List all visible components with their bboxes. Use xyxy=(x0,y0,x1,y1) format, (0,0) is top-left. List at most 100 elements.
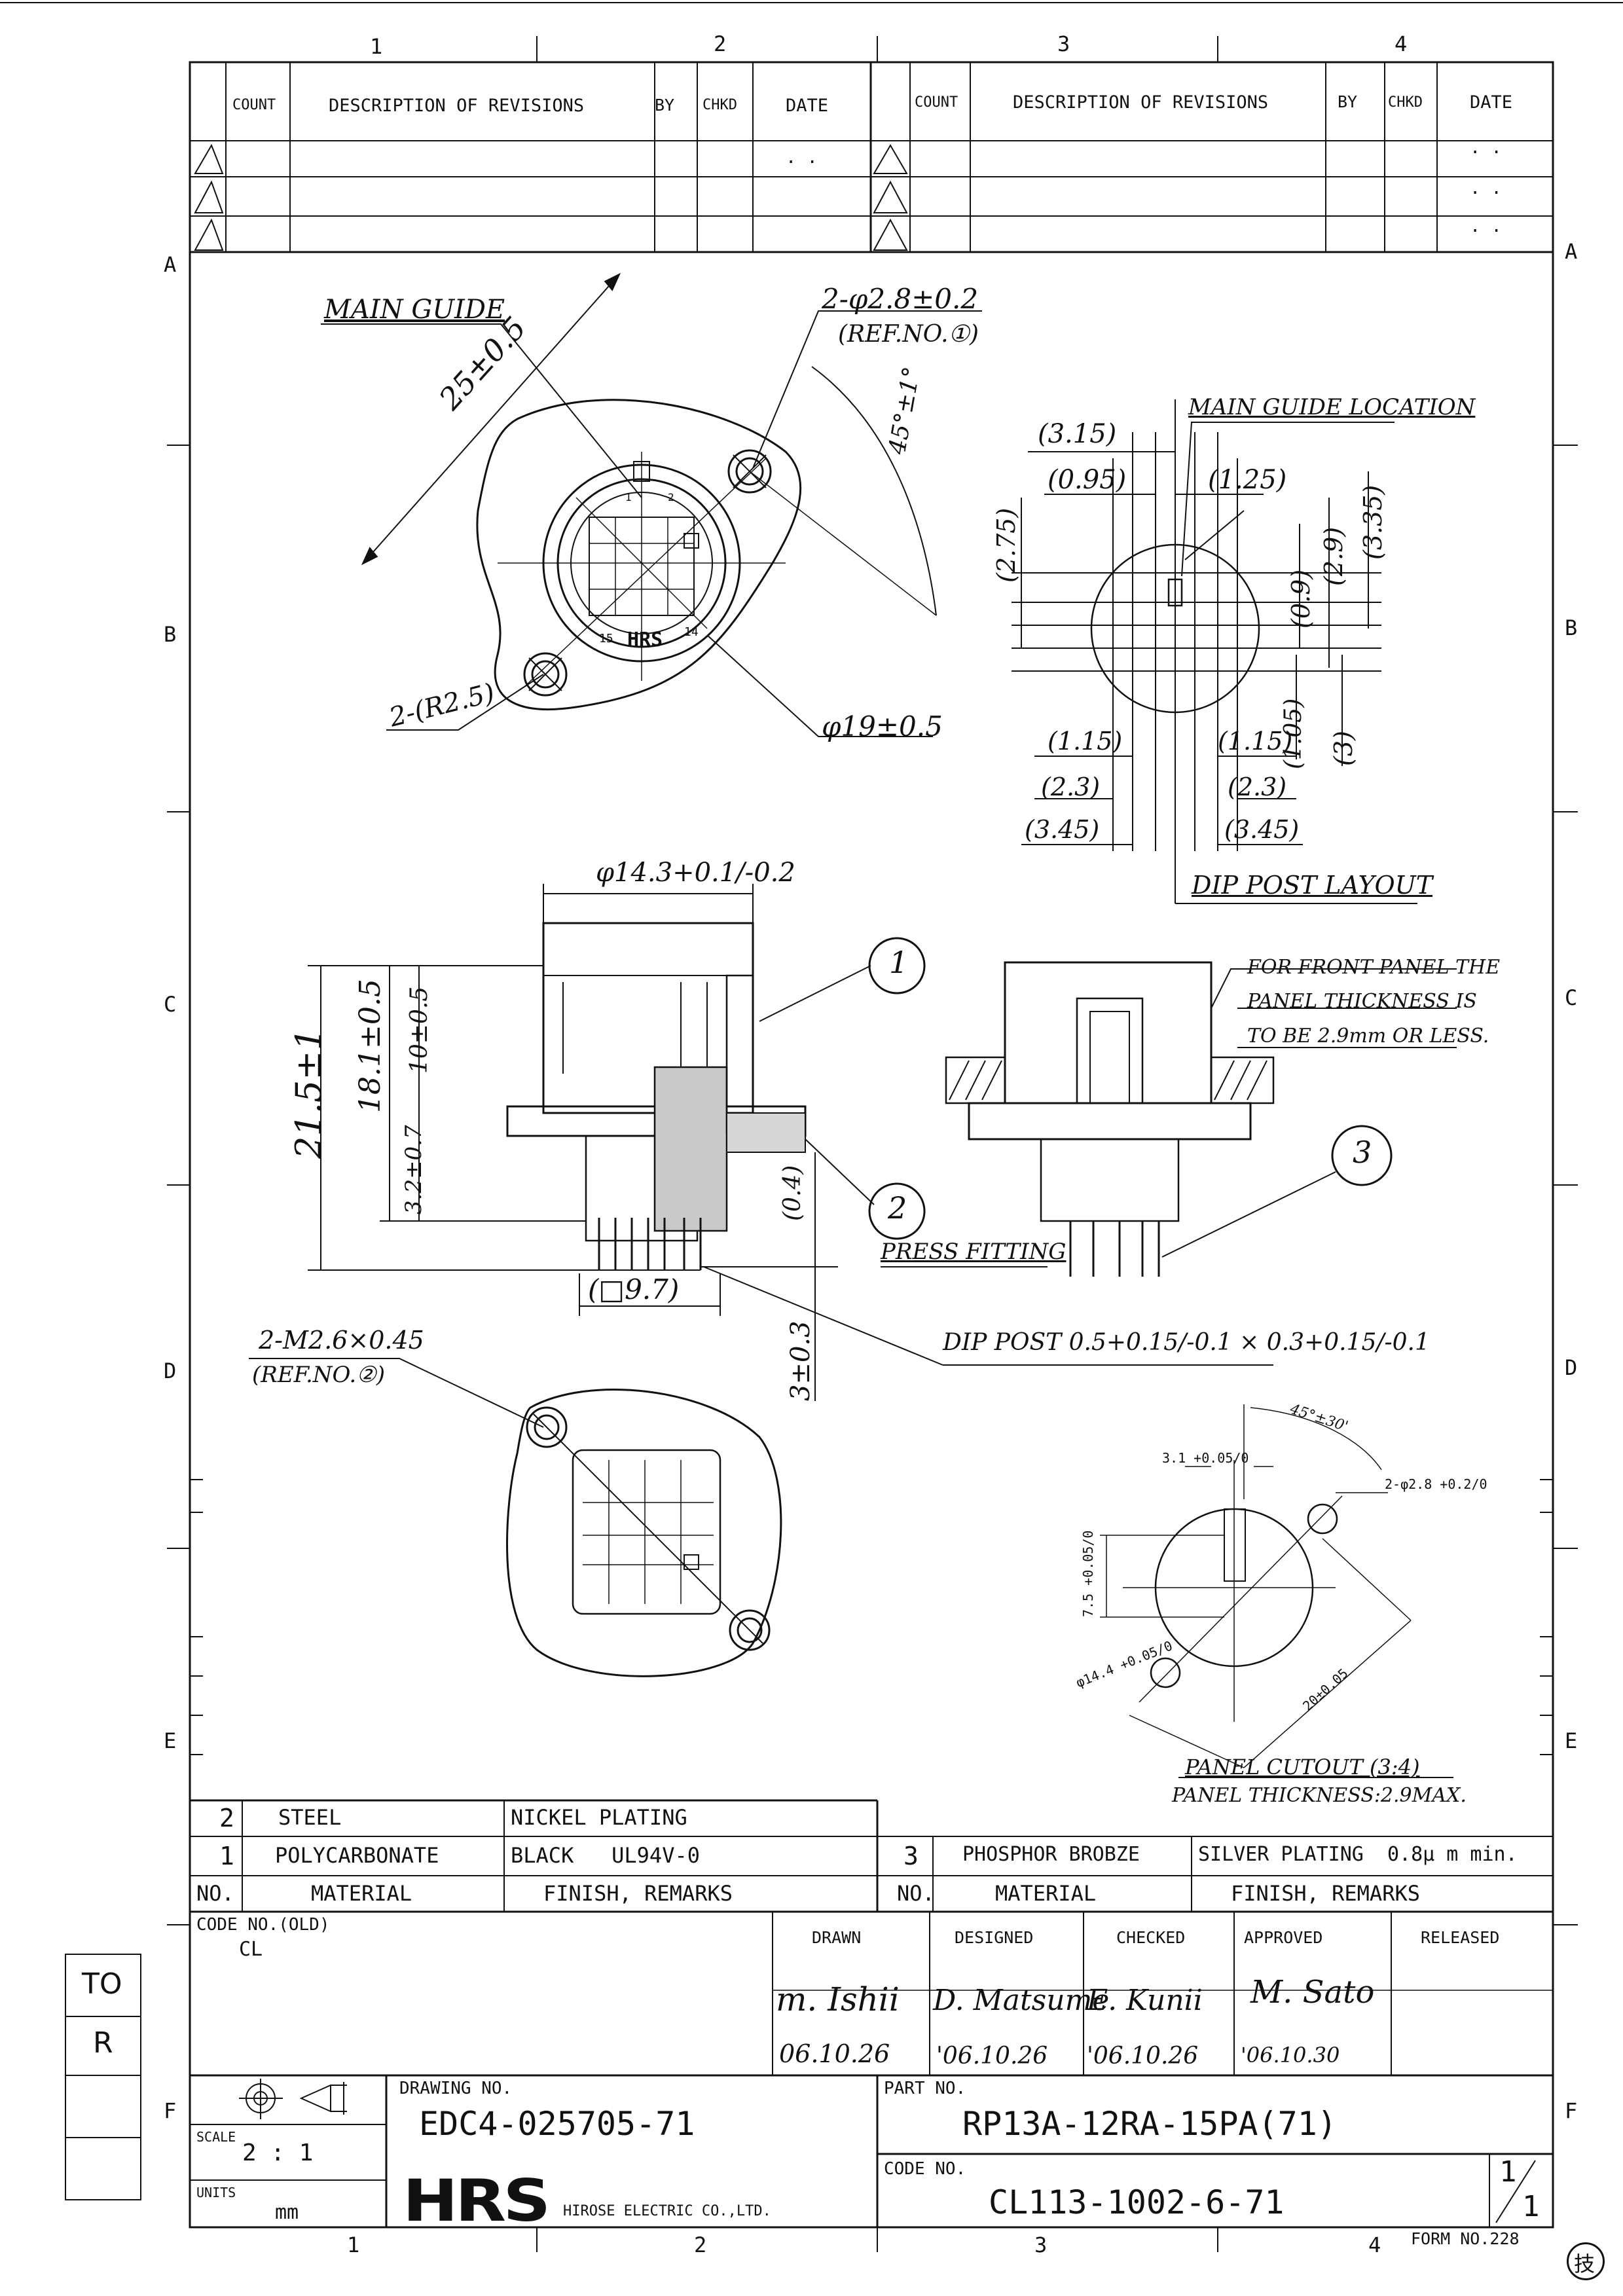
approval-label-drawn: DRAWN xyxy=(812,1928,862,1947)
material-no-2: 2 xyxy=(219,1804,234,1832)
press-fitting-label: PRESS FITTING xyxy=(881,1239,1067,1265)
screw-reference: (REF.NO.②) xyxy=(252,1362,385,1388)
dip-post-layout-label: DIP POST LAYOUT xyxy=(1192,871,1433,900)
column-label-2-bottom: 2 xyxy=(694,2232,707,2257)
pin-label-14: 14 xyxy=(684,625,699,639)
part-no-value: RP13A-12RA-15PA(71) xyxy=(962,2105,1337,2143)
approval-label-designed: DESIGNED xyxy=(955,1928,1034,1947)
rev-header-date: DATE xyxy=(786,96,829,116)
dim-345-left: (3.45) xyxy=(1025,815,1100,844)
dim-315: (3.15) xyxy=(1038,419,1117,449)
part-no-label: PART NO. xyxy=(884,2079,966,2098)
rev-date-right-2: . . xyxy=(1470,178,1502,198)
dim-181: 18.1±0.5 xyxy=(354,979,387,1113)
signature-approved: M. Sato xyxy=(1250,1974,1375,2011)
dip-post-label: DIP POST 0.5+0.15/-0.1 × 0.3+0.15/-0.1 xyxy=(943,1329,1430,1356)
balloon-1 xyxy=(868,937,926,994)
material-name-2: STEEL xyxy=(278,1805,342,1830)
date-designed: '06.10.26 xyxy=(936,2043,1048,2069)
rev-header-count: COUNT xyxy=(232,97,276,113)
dim-3-03: 3±0.3 xyxy=(786,1321,816,1401)
balloon-3-label: 3 xyxy=(1353,1135,1372,1170)
front-panel-note-1: FOR FRONT PANEL THE xyxy=(1247,956,1501,979)
material-name-3: PHOSPHOR BROBZE xyxy=(962,1843,1140,1866)
row-label-a: A xyxy=(164,252,177,277)
dim-115-left: (1.15) xyxy=(1048,727,1123,756)
signature-drawn: m. Ishii xyxy=(776,1980,900,2018)
dim-97: (□9.7) xyxy=(588,1273,680,1305)
hrs-logo: HRS xyxy=(403,2167,551,2234)
rev-header-by: BY xyxy=(655,96,675,115)
rev-header-description: DESCRIPTION OF REVISIONS xyxy=(329,96,585,116)
front-view xyxy=(321,272,982,737)
drawing-no-value: EDC4-025705-71 xyxy=(419,2105,695,2143)
panel-cutout-view xyxy=(1100,1404,1453,1778)
column-label-3-bottom: 3 xyxy=(1034,2232,1048,2257)
column-label-4-bottom: 4 xyxy=(1368,2232,1381,2257)
rev-date-right-1: . . xyxy=(1470,137,1502,158)
rev-header-chkd-right: CHKD xyxy=(1388,94,1423,111)
row-label-b-right: B xyxy=(1565,615,1578,640)
material-finish-3: SILVER PLATING 0.8μ m min. xyxy=(1198,1843,1518,1866)
dim-275: (2.75) xyxy=(992,507,1021,583)
dim-115-right: (1.15) xyxy=(1218,727,1293,756)
cutout-31: 3.1 +0.05/0 xyxy=(1162,1450,1249,1466)
front-panel-note-2: PANEL THICKNESS IS xyxy=(1247,990,1477,1013)
main-guide-location-label: MAIN GUIDE LOCATION xyxy=(1188,394,1476,420)
dim-335: (3.35) xyxy=(1359,484,1387,560)
dim-32: 3.2±0.7 xyxy=(401,1125,427,1214)
registered-stamp: 技 xyxy=(1567,2242,1605,2280)
dim-29: (2.9) xyxy=(1319,526,1348,586)
date-approved: '06.10.30 xyxy=(1241,2043,1340,2068)
material-header-no: NO. xyxy=(196,1881,234,1906)
panel-side-view xyxy=(945,961,1457,1277)
code-no-value: CL113-1002-6-71 xyxy=(989,2183,1285,2221)
material-finish-1: BLACK UL94V-0 xyxy=(511,1843,700,1868)
code-no-old-label: CODE NO.(OLD) xyxy=(196,1915,330,1935)
balloon-3 xyxy=(1331,1125,1393,1186)
dim-105: (1.05) xyxy=(1280,698,1307,769)
side-view xyxy=(308,884,1273,1401)
units-value: mm xyxy=(275,2201,299,2224)
row-label-a-right: A xyxy=(1565,239,1578,264)
dim-10: 10±0.5 xyxy=(406,986,433,1074)
code-no-old-value: CL xyxy=(239,1938,263,1961)
rev-date-right-3: . . xyxy=(1470,216,1502,236)
form-number: FORM NO.228 xyxy=(1411,2229,1520,2248)
dim-215: 21.5±1 xyxy=(288,1028,329,1159)
small-hrs-logo: HRS xyxy=(627,629,663,651)
panel-cutout-title: PANEL CUTOUT (3:4) xyxy=(1185,1755,1420,1779)
pin-label-1: 1 xyxy=(625,491,632,503)
code-no-label: CODE NO. xyxy=(884,2159,966,2179)
dim-3: (3) xyxy=(1329,731,1358,766)
rev-header-count-right: COUNT xyxy=(915,94,958,111)
dim-125: (1.25) xyxy=(1208,465,1287,495)
row-label-b: B xyxy=(164,622,177,647)
approval-label-checked: CHECKED xyxy=(1116,1928,1186,1947)
rear-view xyxy=(249,1358,782,1677)
material-no-3: 3 xyxy=(903,1842,919,1870)
column-label-4: 4 xyxy=(1395,31,1408,56)
rev-header-by-right: BY xyxy=(1338,92,1358,111)
signature-checked: E. Kunii xyxy=(1087,1984,1203,2017)
sheet-total: 1 xyxy=(1522,2190,1540,2223)
rev-date-left-1: . . xyxy=(786,147,818,168)
pin-label-15: 15 xyxy=(599,632,613,646)
date-drawn: 06.10.26 xyxy=(779,2039,890,2068)
rev-header-date-right: DATE xyxy=(1470,92,1513,113)
column-label-2: 2 xyxy=(714,31,727,56)
signature-designed: D. Matsume xyxy=(933,1984,1110,2017)
row-label-c: C xyxy=(164,992,177,1017)
cutout-hole: 2-φ2.8 +0.2/0 xyxy=(1385,1476,1487,1492)
pin-label-2: 2 xyxy=(668,491,674,503)
dim-23-right: (2.3) xyxy=(1228,773,1287,801)
row-label-f: F xyxy=(164,2098,177,2123)
dip-layout-view xyxy=(1012,399,1417,904)
dim-09: (0.9) xyxy=(1286,569,1315,629)
date-checked: '06.10.26 xyxy=(1087,2043,1199,2069)
dim-23-left: (2.3) xyxy=(1041,773,1101,801)
material-header-finish: FINISH, REMARKS xyxy=(543,1881,733,1906)
side-box-to: TO xyxy=(82,1967,122,2001)
sheet-number: 1 xyxy=(1499,2155,1517,2189)
